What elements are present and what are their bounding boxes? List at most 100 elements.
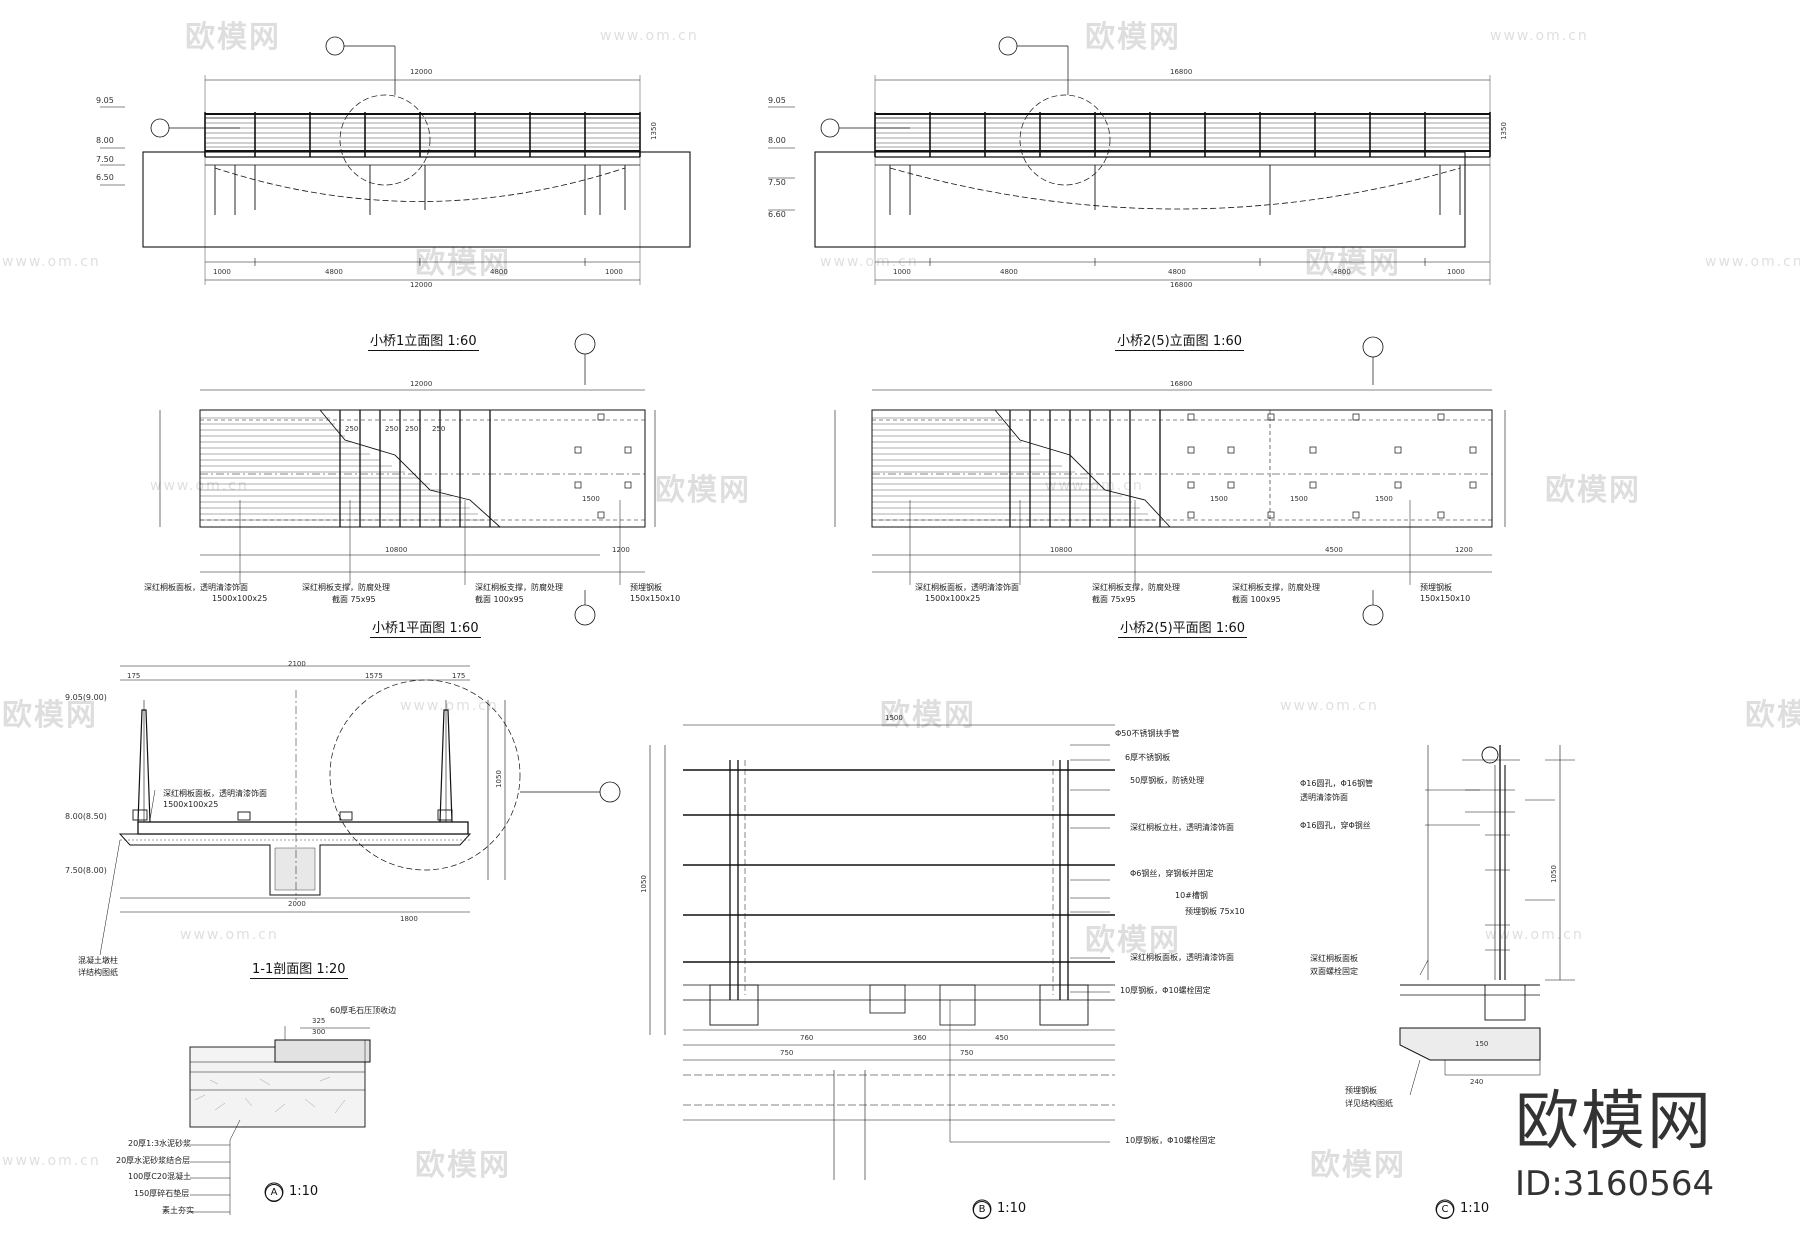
detail-b-note: 50厚钢板，防锈处理 [1130, 776, 1205, 785]
detail-a-layer: 100厚C20混凝土 [128, 1172, 192, 1181]
dimension-label: 4800 [1168, 268, 1186, 276]
dimension-label: 4800 [325, 268, 343, 276]
plan2-note: 深红桐板面板，透明清漆饰面 [915, 583, 1019, 592]
level-mark: 9.05 [96, 96, 114, 105]
plan1-note: 150x150x10 [630, 594, 681, 603]
detail-c-note: 深红桐板面板 [1310, 954, 1358, 963]
plan1-note: 深红桐板面板，透明清漆饰面 [144, 583, 248, 592]
detail-c-note: 详见结构图纸 [1345, 1099, 1393, 1108]
detail-b-scale-text: 1:10 [997, 1201, 1027, 1216]
dimension-label: 16800 [1170, 281, 1193, 289]
level-mark: 6.50 [96, 173, 114, 182]
detail-a-layer: 素土夯实 [162, 1206, 194, 1215]
detail-b-note: 10厚钢板，Φ10螺栓固定 [1125, 1136, 1216, 1145]
dimension-label: 1800 [400, 915, 418, 923]
detail-a-note: 60厚毛石压顶收边 [330, 1006, 397, 1015]
dimension-label: 1000 [605, 268, 623, 276]
dimension-label: 1000 [213, 268, 231, 276]
dimension-label: 1350 [1499, 122, 1508, 140]
brand-stamp: 欧模网 ID:3160564 [1515, 1070, 1714, 1204]
dimension-label: 10800 [1050, 546, 1073, 554]
dimension-label: 12000 [410, 68, 433, 76]
bridge2-elevation [768, 36, 1491, 285]
plan2-note: 截面 75x95 [1092, 595, 1136, 604]
detail-c-note: 透明清漆饰面 [1300, 793, 1348, 802]
plan2-note: 截面 100x95 [1232, 595, 1281, 604]
section-1-1 [99, 665, 621, 956]
dimension-label: 250 [405, 425, 419, 433]
dimension-label: 1500 [582, 495, 600, 503]
detail-b-note: 预埋钢板 75x10 [1185, 907, 1245, 916]
detail-a-marker: A [265, 1184, 283, 1202]
detail-c-marker: C [1436, 1201, 1454, 1219]
detail-b-note: 6厚不锈钢板 [1125, 753, 1171, 762]
plan1-note: 深红桐板支撑，防腐处理 [302, 583, 390, 592]
detail-c [1399, 745, 1575, 1219]
dimension-label: 750 [780, 1049, 794, 1057]
plan1-note: 截面 75x95 [332, 595, 376, 604]
dimension-label: 240 [1470, 1078, 1484, 1086]
detail-b-note: 深红桐板面板，透明清漆饰面 [1130, 953, 1234, 962]
level-mark: 8.00 [768, 136, 786, 145]
dimension-label: 450 [995, 1034, 1009, 1042]
level-mark: 9.05(9.00) [65, 693, 107, 702]
bridge2-plan [834, 336, 1506, 626]
plan1-note: 截面 100x95 [475, 595, 524, 604]
detail-c-scale-text: 1:10 [1460, 1201, 1490, 1216]
plan2-note: 深红桐板支撑，防腐处理 [1092, 583, 1180, 592]
detail-a-scale: A 1:10 [265, 1184, 318, 1202]
bridge2-elevation-title: 小桥2(5)立面图 1:60 [1115, 330, 1245, 351]
dimension-label: 300 [312, 1028, 326, 1036]
plan1-note: 深红桐板支撑，防腐处理 [475, 583, 563, 592]
plan2-note: 1500x100x25 [925, 594, 981, 603]
dimension-label: 12000 [410, 380, 433, 388]
level-mark: 8.00(8.50) [65, 812, 107, 821]
plan1-note: 预埋钢板 [630, 583, 662, 592]
dimension-label: 1200 [1455, 546, 1473, 554]
dimension-label: 175 [452, 672, 466, 680]
bridge1-plan-title: 小桥1平面图 1:60 [370, 617, 481, 638]
dimension-label: 16800 [1170, 380, 1193, 388]
detail-a-layer: 20厚水泥砂浆结合层 [116, 1156, 191, 1165]
detail-c-note: Φ16圆孔，Φ16钢管 [1300, 779, 1373, 788]
dimension-label: 250 [345, 425, 359, 433]
plan2-note: 预埋钢板 [1420, 583, 1452, 592]
level-mark: 7.50 [768, 178, 786, 187]
dimension-label: 16800 [1170, 68, 1193, 76]
dimension-label: 1575 [365, 672, 383, 680]
dimension-label: 1050 [494, 770, 503, 788]
dimension-label: 1500 [1375, 495, 1393, 503]
dimension-label: 760 [800, 1034, 814, 1042]
dimension-label: 10800 [385, 546, 408, 554]
brand-stamp-id: ID:3160564 [1515, 1164, 1715, 1204]
dimension-label: 360 [913, 1034, 927, 1042]
dimension-label: 4800 [490, 268, 508, 276]
dimension-label: 1200 [612, 546, 630, 554]
dimension-label: 1500 [885, 714, 903, 722]
bridge1-plan [159, 333, 656, 626]
section-note: 1500x100x25 [163, 800, 219, 809]
dimension-label: 175 [127, 672, 141, 680]
dimension-label: 4500 [1325, 546, 1343, 554]
level-mark: 7.50 [96, 155, 114, 164]
dimension-label: 150 [1475, 1040, 1489, 1048]
detail-b-note: Φ50不锈钢扶手管 [1115, 729, 1180, 738]
detail-b-marker: B [973, 1201, 991, 1219]
detail-a-layer: 20厚1:3水泥砂浆 [128, 1139, 192, 1148]
detail-a-scale-text: 1:10 [289, 1184, 319, 1199]
dimension-label: 325 [312, 1017, 326, 1025]
dimension-label: 250 [385, 425, 399, 433]
detail-b [649, 724, 1115, 1219]
detail-c-note: Φ16圆孔，穿Φ钢丝 [1300, 821, 1371, 830]
dimension-label: 4800 [1000, 268, 1018, 276]
dimension-label: 12000 [410, 281, 433, 289]
bridge2-plan-title: 小桥2(5)平面图 1:60 [1118, 617, 1248, 638]
dimension-label: 1050 [639, 875, 648, 893]
detail-a-layer: 150厚碎石垫层 [134, 1189, 190, 1198]
dimension-label: 1500 [1290, 495, 1308, 503]
detail-b-note: 10#槽钢 [1175, 891, 1208, 900]
detail-b-note: 10厚钢板，Φ10螺栓固定 [1120, 986, 1211, 995]
dimension-label: 1050 [1549, 865, 1558, 883]
level-mark: 9.05 [768, 96, 786, 105]
